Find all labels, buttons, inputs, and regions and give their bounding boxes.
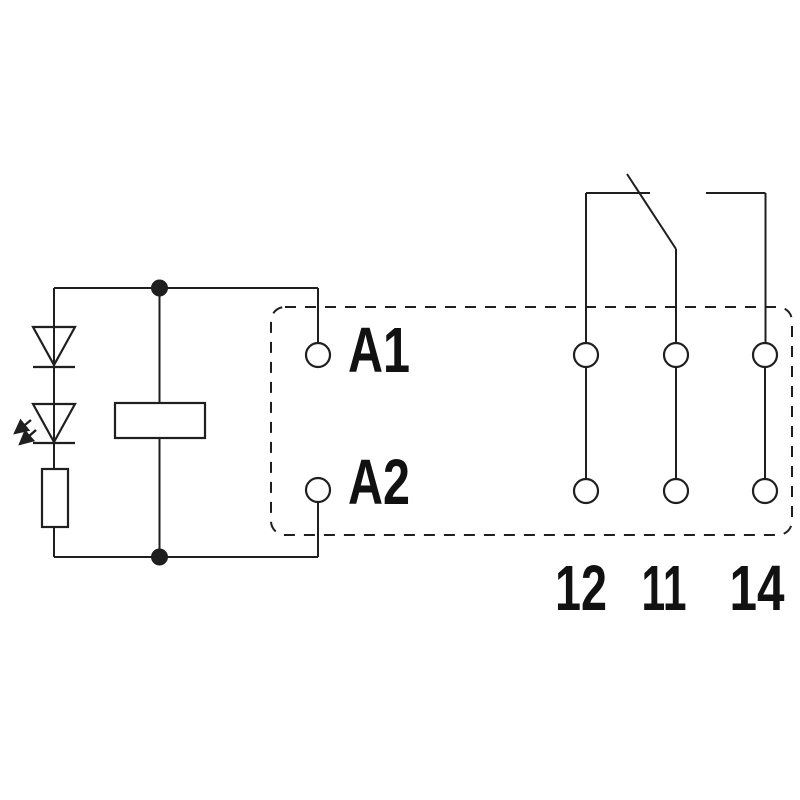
contact-14-upper-circle bbox=[751, 341, 779, 369]
led-emission-arrow-2 bbox=[18, 429, 37, 446]
terminal-12-label: 12 bbox=[555, 552, 607, 624]
module-dashed-outline bbox=[270, 306, 793, 536]
terminal-12-circle bbox=[572, 477, 600, 505]
terminal-14-label: 14 bbox=[730, 552, 785, 624]
terminal-11-circle bbox=[662, 477, 690, 505]
armature-diagonal bbox=[626, 173, 677, 250]
led-emission-arrow-1 bbox=[13, 418, 32, 435]
terminal-a2-circle bbox=[304, 476, 332, 504]
terminal-14-circle bbox=[751, 477, 779, 505]
diode-icon bbox=[31, 325, 77, 369]
terminal-a2-label: A2 bbox=[348, 446, 410, 518]
terminal-a1-circle bbox=[304, 341, 332, 369]
led-icon bbox=[13, 402, 77, 446]
junction-dot-bottom bbox=[151, 548, 168, 566]
relay-coil-icon bbox=[113, 401, 207, 440]
diode-triangle bbox=[31, 325, 77, 368]
contact-12-upper-circle bbox=[572, 341, 600, 369]
terminal-a1-label: A1 bbox=[348, 314, 410, 386]
coil-circuit bbox=[13, 279, 319, 566]
led-triangle bbox=[31, 402, 77, 445]
junction-dot-top bbox=[151, 279, 168, 297]
contact-11-upper-circle bbox=[662, 341, 690, 369]
changeover-contact-icon bbox=[572, 173, 779, 505]
resistor-icon bbox=[40, 467, 70, 529]
terminal-11-label: 11 bbox=[642, 552, 687, 624]
